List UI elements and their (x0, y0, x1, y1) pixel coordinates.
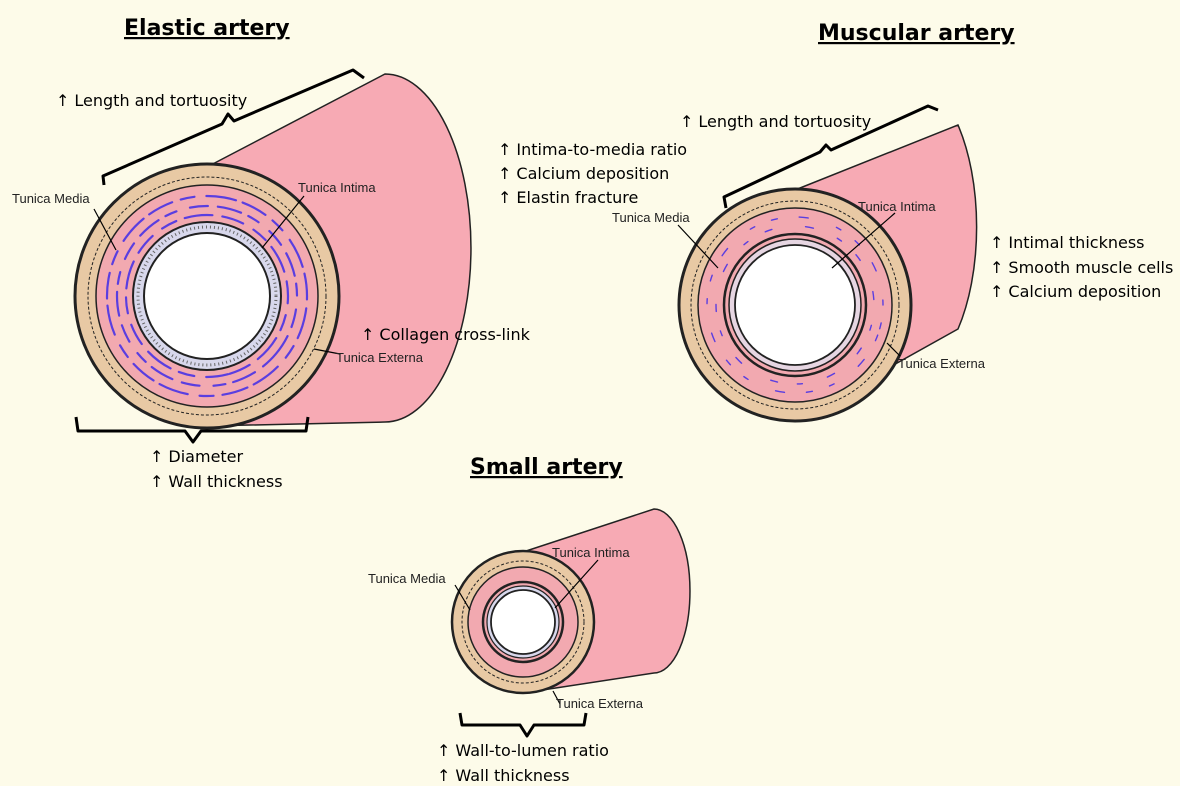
elastic-bottom-note-2: ↑Wall thickness (150, 472, 283, 491)
elastic-wall-note-1: ↑Intima-to-media ratio (498, 140, 687, 159)
up-arrow-icon: ↑ (498, 140, 511, 159)
elastic-lumen (144, 233, 270, 359)
up-arrow-icon: ↑ (990, 233, 1003, 252)
small-artery: Small artery ↑Wall-to-lumen ratio ↑Wall … (368, 455, 690, 785)
up-arrow-icon: ↑ (56, 91, 69, 110)
up-arrow-icon: ↑ (361, 325, 374, 344)
small-bottom-brace (460, 713, 586, 736)
elastic-artery: Elastic artery ↑Length and tortuosity ↑I… (12, 16, 687, 491)
elastic-length-note: ↑Length and tortuosity (56, 91, 247, 110)
up-arrow-icon: ↑ (437, 741, 450, 760)
elastic-wall-note-2: ↑Calcium deposition (498, 164, 669, 183)
elastic-title: Elastic artery (124, 16, 290, 41)
small-bottom-note-1: ↑Wall-to-lumen ratio (437, 741, 609, 760)
small-media-label: Tunica Media (368, 571, 446, 586)
elastic-wall-note-3: ↑Elastin fracture (498, 188, 638, 207)
small-bottom-note-2: ↑Wall thickness (437, 766, 570, 785)
muscular-title: Muscular artery (818, 21, 1015, 46)
up-arrow-icon: ↑ (498, 188, 511, 207)
muscular-side-note-3: ↑Calcium deposition (990, 282, 1161, 301)
up-arrow-icon: ↑ (437, 766, 450, 785)
elastic-externa-label: Tunica Externa (336, 350, 424, 365)
muscular-intima-label: Tunica Intima (858, 199, 936, 214)
small-intima-label: Tunica Intima (552, 545, 630, 560)
elastic-collagen-note: ↑Collagen cross-link (361, 325, 531, 344)
muscular-side-note-1: ↑Intimal thickness (990, 233, 1144, 252)
elastic-intima-label: Tunica Intima (298, 180, 376, 195)
elastic-bottom-note-1: ↑Diameter (150, 447, 244, 466)
muscular-artery: Muscular artery ↑Length and tortuosity ↑… (612, 21, 1173, 421)
muscular-side-note-2: ↑Smooth muscle cells (990, 258, 1173, 277)
up-arrow-icon: ↑ (498, 164, 511, 183)
up-arrow-icon: ↑ (990, 282, 1003, 301)
up-arrow-icon: ↑ (150, 447, 163, 466)
up-arrow-icon: ↑ (680, 112, 693, 131)
small-title: Small artery (470, 455, 623, 480)
up-arrow-icon: ↑ (990, 258, 1003, 277)
muscular-media-label: Tunica Media (612, 210, 690, 225)
small-externa-label: Tunica Externa (556, 696, 644, 711)
small-lumen (491, 590, 555, 654)
muscular-length-note: ↑Length and tortuosity (680, 112, 871, 131)
up-arrow-icon: ↑ (150, 472, 163, 491)
muscular-externa-label: Tunica Externa (898, 356, 986, 371)
elastic-media-label: Tunica Media (12, 191, 90, 206)
